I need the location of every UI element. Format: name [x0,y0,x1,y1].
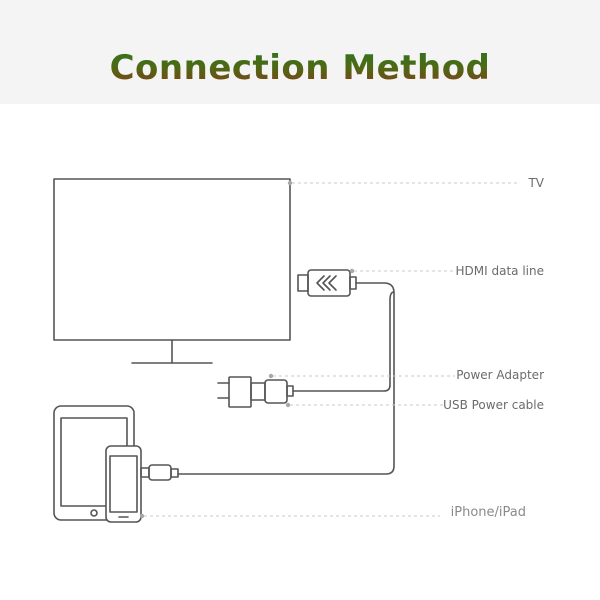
iphone-screen [109,455,138,513]
hdmi-cable [177,282,395,475]
tv-illustration [53,178,291,364]
hdmi-strain-relief [349,276,357,290]
lightning-housing [148,464,172,481]
ipad-home-button [90,509,98,517]
usb-plug-housing [264,379,288,404]
page-title: Connection Method [0,38,600,98]
usb-strain-relief [286,385,294,397]
iphone-illustration [105,445,142,523]
usb-power-cable [292,291,395,392]
power-adapter-illustration [217,376,294,408]
label-usb-power-cable: USB Power cable [443,398,544,412]
leader-dot-iphone [139,513,145,519]
hdmi-plug-tip [297,274,309,292]
hdmi-connector-illustration [297,269,357,297]
label-iphone-ipad: iPhone/iPad [450,505,526,520]
usb-a-plug [250,382,266,401]
tv-screen [53,178,291,341]
label-power-adapter: Power Adapter [456,368,544,382]
iphone-body [105,445,142,523]
power-adapter-body [228,376,252,408]
leader-dot-hdmi [349,268,355,274]
label-tv: TV [528,176,544,190]
lightning-tip [140,467,150,478]
lightning-strain-relief [170,468,179,478]
leader-dot-power-adapter [268,373,274,379]
hdmi-chevron-icon [316,275,325,291]
leader-dot-usb [285,402,291,408]
lightning-plug-illustration [140,464,179,481]
leader-dot-tv [287,180,293,186]
title-band [0,0,600,104]
label-hdmi-data-line: HDMI data line [455,264,544,278]
